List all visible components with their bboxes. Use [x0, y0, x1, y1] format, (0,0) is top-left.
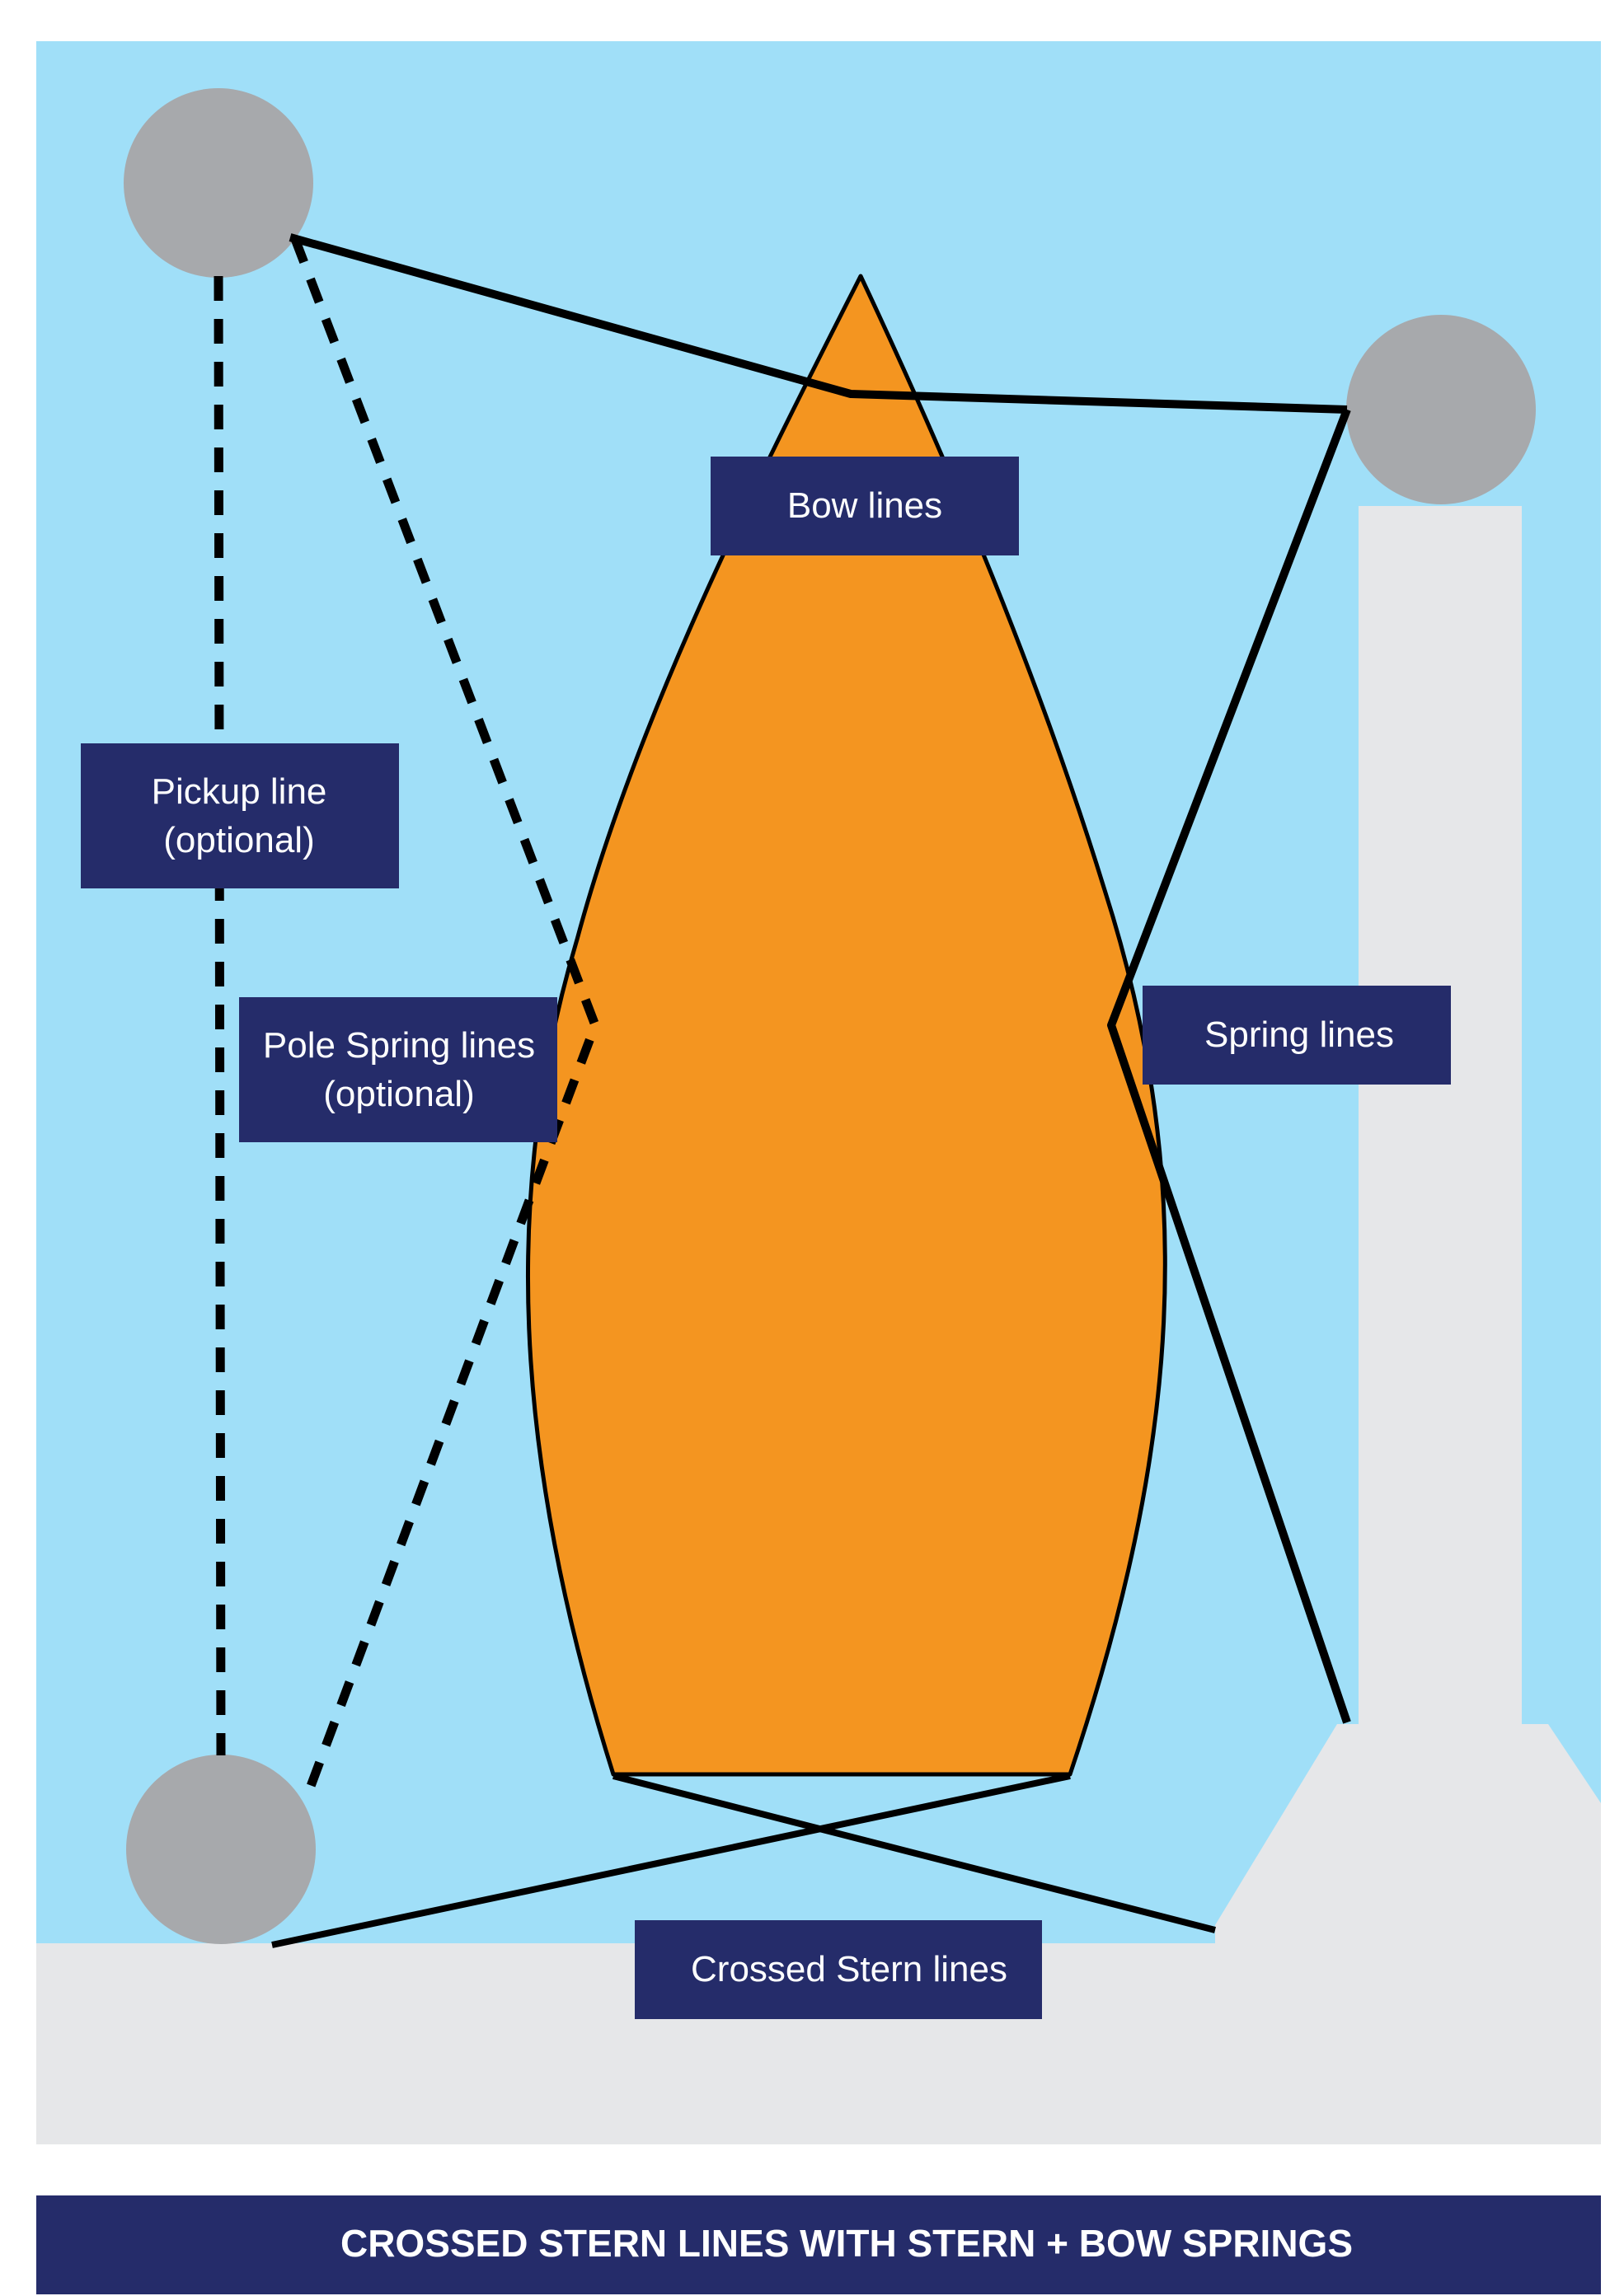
- footer-title: CROSSED STERN LINES WITH STERN + BOW SPR…: [340, 2222, 1353, 2265]
- label-pole-spring-lines: Pole Spring lines (optional): [239, 997, 557, 1142]
- bow-lines: [289, 233, 1348, 414]
- label-spring-lines-text: Spring lines: [1204, 1014, 1394, 1055]
- label-spring-lines: Spring lines: [1143, 986, 1451, 1085]
- stern-line-starboard: [271, 1773, 1071, 1948]
- label-pickup-line: Pickup line (optional): [81, 743, 399, 888]
- pier-base: [1215, 1724, 1601, 1945]
- boat-hull: [526, 274, 1167, 1777]
- buoy-top-right: [1346, 315, 1536, 504]
- spring-lines: [1107, 408, 1351, 1724]
- label-pickup-line-note: (optional): [163, 820, 314, 860]
- label-pole-spring-text: Pole Spring lines: [263, 1025, 535, 1066]
- footer-banner: CROSSED STERN LINES WITH STERN + BOW SPR…: [36, 2195, 1601, 2294]
- buoy-top-left: [124, 88, 313, 278]
- finger-pier: [1359, 506, 1522, 1727]
- label-bow-lines-text: Bow lines: [787, 485, 942, 526]
- label-crossed-stern-text: Crossed Stern lines: [691, 1949, 1007, 1989]
- stern-line-port: [613, 1773, 1216, 1933]
- label-pole-spring-note: (optional): [323, 1074, 474, 1114]
- buoy-bottom-left: [126, 1755, 316, 1944]
- label-pickup-line-text: Pickup line: [152, 771, 327, 812]
- label-bow-lines: Bow lines: [711, 457, 1019, 555]
- pole-spring-lines: [290, 237, 600, 1803]
- label-crossed-stern-lines: Crossed Stern lines: [635, 1920, 1042, 2019]
- pickup-line: [214, 275, 226, 1756]
